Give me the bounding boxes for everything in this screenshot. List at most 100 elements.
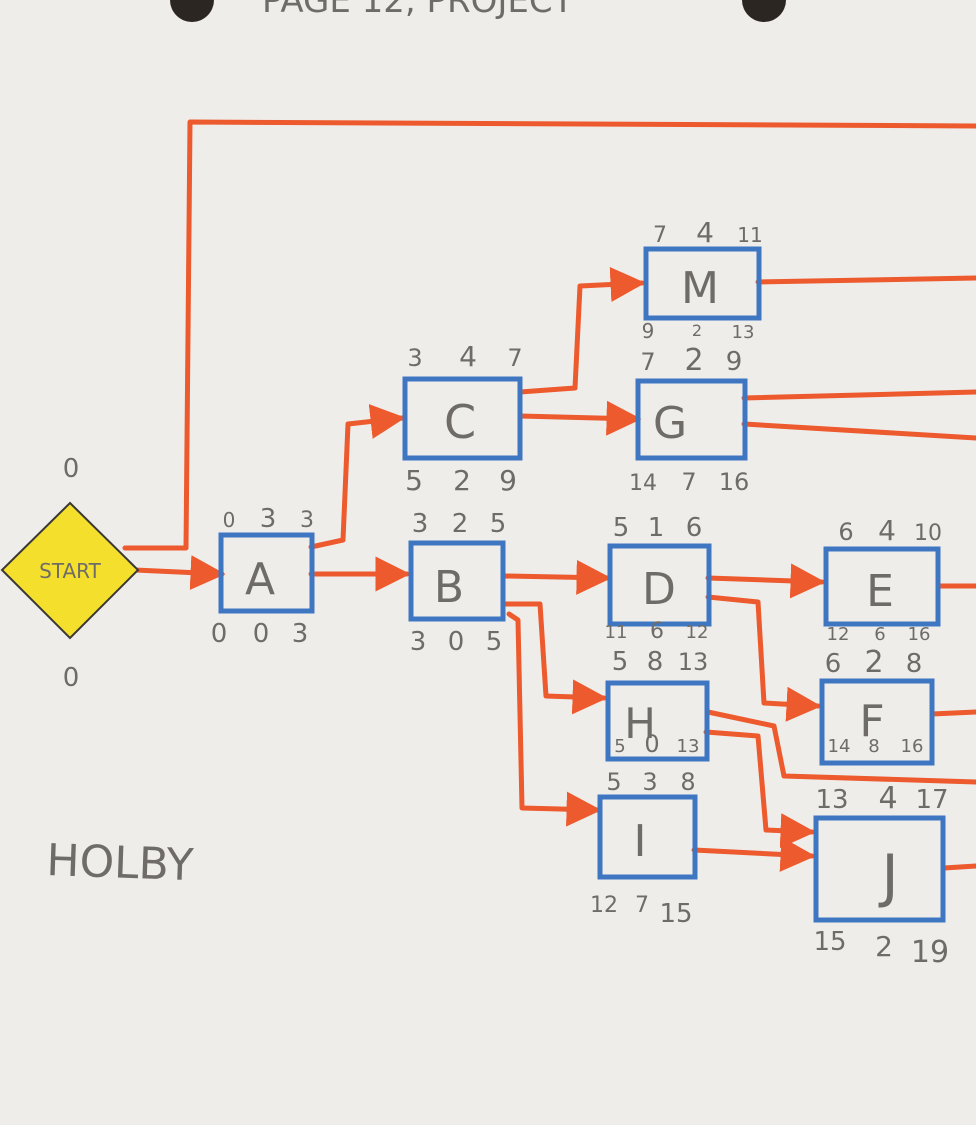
node-B-duration: 2 [452, 509, 469, 539]
start-top-value: 0 [63, 454, 80, 484]
node-J-label: J [878, 842, 898, 910]
edge-B-to-H [502, 601, 608, 715]
edge-B-to-D [502, 559, 612, 595]
node-B-label: B [434, 562, 464, 613]
node-C-lf: 9 [499, 464, 517, 497]
node-D-es: 5 [613, 513, 630, 543]
node-G-float: 7 [681, 468, 696, 496]
node-D-box [607, 543, 712, 627]
edge-G-out-2 [741, 421, 976, 441]
node-G-duration: 2 [684, 343, 703, 378]
node-J-es: 13 [815, 785, 848, 815]
node-H-ls: 5 [614, 736, 625, 757]
node-C-duration: 4 [459, 340, 477, 373]
node-B-ls: 3 [410, 627, 427, 657]
node-A-es: 0 [223, 508, 236, 532]
node-D-ls: 11 [605, 622, 628, 643]
node-B: B 3 2 5 3 0 5 [408, 509, 506, 657]
node-H-box [605, 680, 710, 762]
node-C-es: 3 [407, 344, 422, 372]
node-E-ls: 12 [827, 624, 850, 645]
node-E-float: 6 [874, 624, 885, 645]
node-C: C 3 4 7 5 2 9 [402, 340, 523, 497]
node-I: I 5 3 8 12 7 15 [590, 768, 698, 929]
node-I-label: I [634, 816, 647, 867]
node-H-es: 5 [612, 647, 629, 677]
start-diamond [0, 501, 140, 640]
node-B-lf: 5 [486, 627, 503, 657]
node-I-duration: 3 [642, 768, 657, 796]
edge-D-to-E [705, 563, 826, 599]
node-D-lf: 12 [686, 622, 709, 643]
node-J: J 13 4 17 15 2 19 [813, 781, 949, 970]
node-F-label: F [859, 696, 884, 747]
node-G-ls: 14 [629, 471, 657, 496]
node-F-ls: 14 [828, 736, 851, 757]
node-G-ef: 9 [726, 347, 743, 377]
node-G-lf: 16 [719, 468, 750, 496]
node-A: A 0 3 3 0 0 3 [211, 504, 315, 649]
node-A-label: A [245, 554, 275, 605]
edge-M-out [755, 275, 976, 285]
node-I-box [597, 794, 698, 880]
node-A-float: 0 [253, 619, 270, 649]
node-M-duration: 4 [696, 216, 714, 249]
node-B-es: 3 [412, 509, 429, 539]
node-A-lf: 3 [292, 619, 309, 649]
node-I-lf: 15 [659, 899, 692, 929]
node-C-float: 2 [453, 464, 471, 497]
node-E-box [823, 546, 941, 627]
node-D-ef: 6 [686, 513, 703, 543]
node-F: F 6 2 8 14 8 16 [819, 645, 935, 766]
node-G-box [635, 378, 748, 461]
signature: HOLBY [46, 835, 195, 891]
edge-A-to-C [308, 404, 406, 550]
node-M: M 7 4 11 9 2 13 [642, 216, 763, 343]
node-H-label: H [624, 699, 656, 748]
node-G-es: 7 [640, 348, 655, 376]
edge-B-to-I [506, 611, 602, 827]
node-M-label: M [681, 263, 719, 314]
node-B-float: 0 [448, 627, 465, 657]
node-A-box [218, 532, 315, 614]
node-F-es: 6 [825, 649, 842, 679]
node-C-ls: 5 [405, 464, 423, 497]
node-F-ef: 8 [906, 649, 923, 679]
node-H-ef: 13 [678, 648, 709, 676]
node-F-float: 8 [868, 736, 879, 757]
node-D: D 5 1 6 11 6 12 [605, 513, 712, 644]
node-M-ef: 11 [737, 223, 762, 247]
node-A-duration: 3 [260, 504, 277, 534]
edge-D-to-F [705, 594, 822, 722]
edge-C-to-G [517, 400, 642, 436]
node-F-box [819, 678, 935, 766]
node-H-lf: 13 [677, 736, 700, 757]
node-B-box [408, 540, 506, 622]
edge-J-out [941, 863, 976, 871]
edge-start-to-top [122, 119, 976, 551]
node-E-label: E [866, 566, 894, 617]
node-H: H 5 8 13 5 0 13 [605, 647, 710, 762]
node-J-lf: 19 [911, 935, 949, 970]
node-D-float: 6 [650, 619, 664, 644]
node-D-duration: 1 [648, 513, 665, 543]
node-M-ls: 9 [642, 319, 655, 343]
node-E: E 6 4 10 12 6 16 [823, 514, 942, 645]
node-J-duration: 4 [878, 781, 897, 816]
edge-start-to-A [132, 555, 226, 591]
node-J-float: 2 [875, 930, 893, 963]
node-H-duration: 8 [647, 647, 664, 677]
node-M-float: 2 [692, 321, 702, 340]
node-M-es: 7 [653, 223, 667, 248]
start-label: START [39, 559, 101, 583]
node-E-duration: 4 [878, 514, 896, 547]
edge-C-to-M [517, 267, 646, 395]
node-C-ef: 7 [507, 344, 522, 372]
node-I-es: 5 [606, 768, 621, 796]
start-bottom-value: 0 [63, 663, 80, 693]
node-A-ls: 0 [211, 619, 228, 649]
node-F-lf: 16 [901, 736, 924, 757]
node-J-box [813, 815, 946, 923]
